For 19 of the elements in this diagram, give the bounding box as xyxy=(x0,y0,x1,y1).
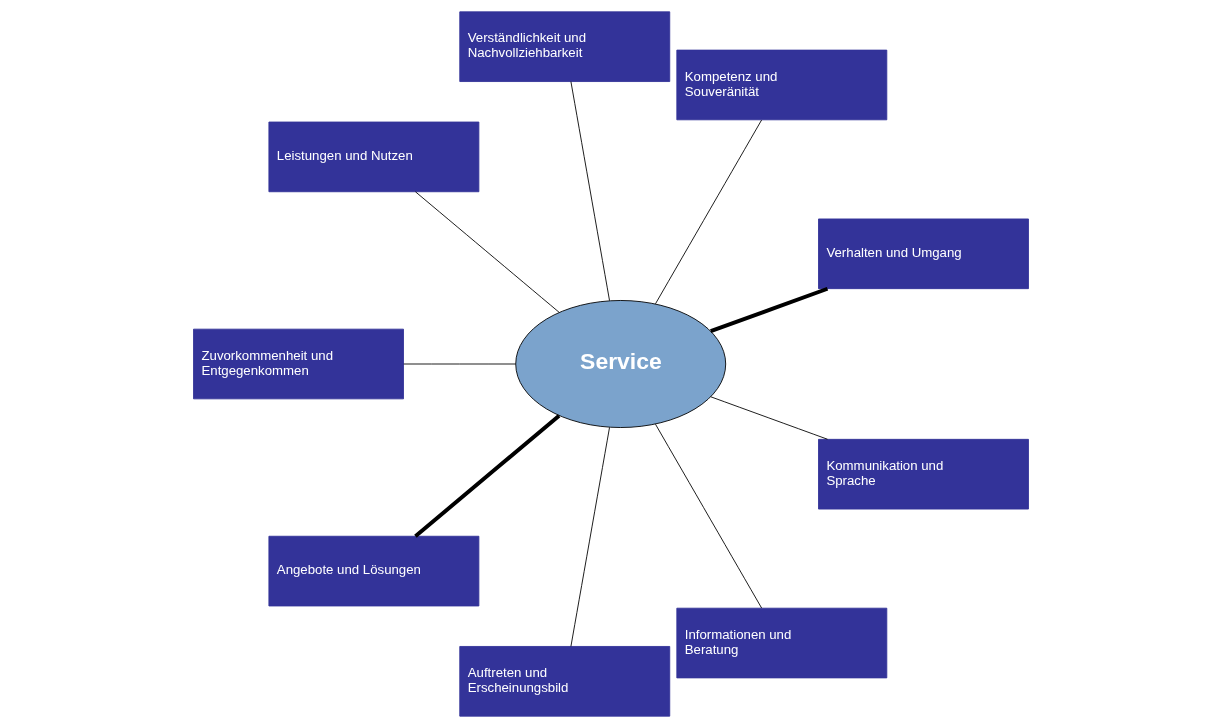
node-box: Kommunikation und Sprache xyxy=(817,438,1029,510)
connector xyxy=(654,423,762,609)
node-box: Verständlichkeit und Nachvollziehbarkeit xyxy=(458,11,670,82)
connector xyxy=(709,286,828,334)
node-box: Informationen und Beratung xyxy=(675,607,887,679)
connector xyxy=(414,191,559,313)
node-box: Angebote und Lösungen xyxy=(267,535,479,607)
node-ellipse: Service xyxy=(514,300,726,428)
node-box: Verhalten und Umgang xyxy=(817,218,1029,290)
node-box: Kompetenz und Souveränität xyxy=(675,49,887,121)
node-box: Auftreten und Erscheinungsbild xyxy=(458,646,670,717)
connector xyxy=(402,363,516,365)
node-box: Zuvorkommenheit und Entgegenkommen xyxy=(192,328,404,400)
connector xyxy=(654,119,762,305)
connector xyxy=(569,427,610,647)
connector xyxy=(709,396,828,440)
node-box: Leistungen und Nutzen xyxy=(267,121,479,193)
connector xyxy=(413,414,560,538)
connector xyxy=(569,81,610,301)
